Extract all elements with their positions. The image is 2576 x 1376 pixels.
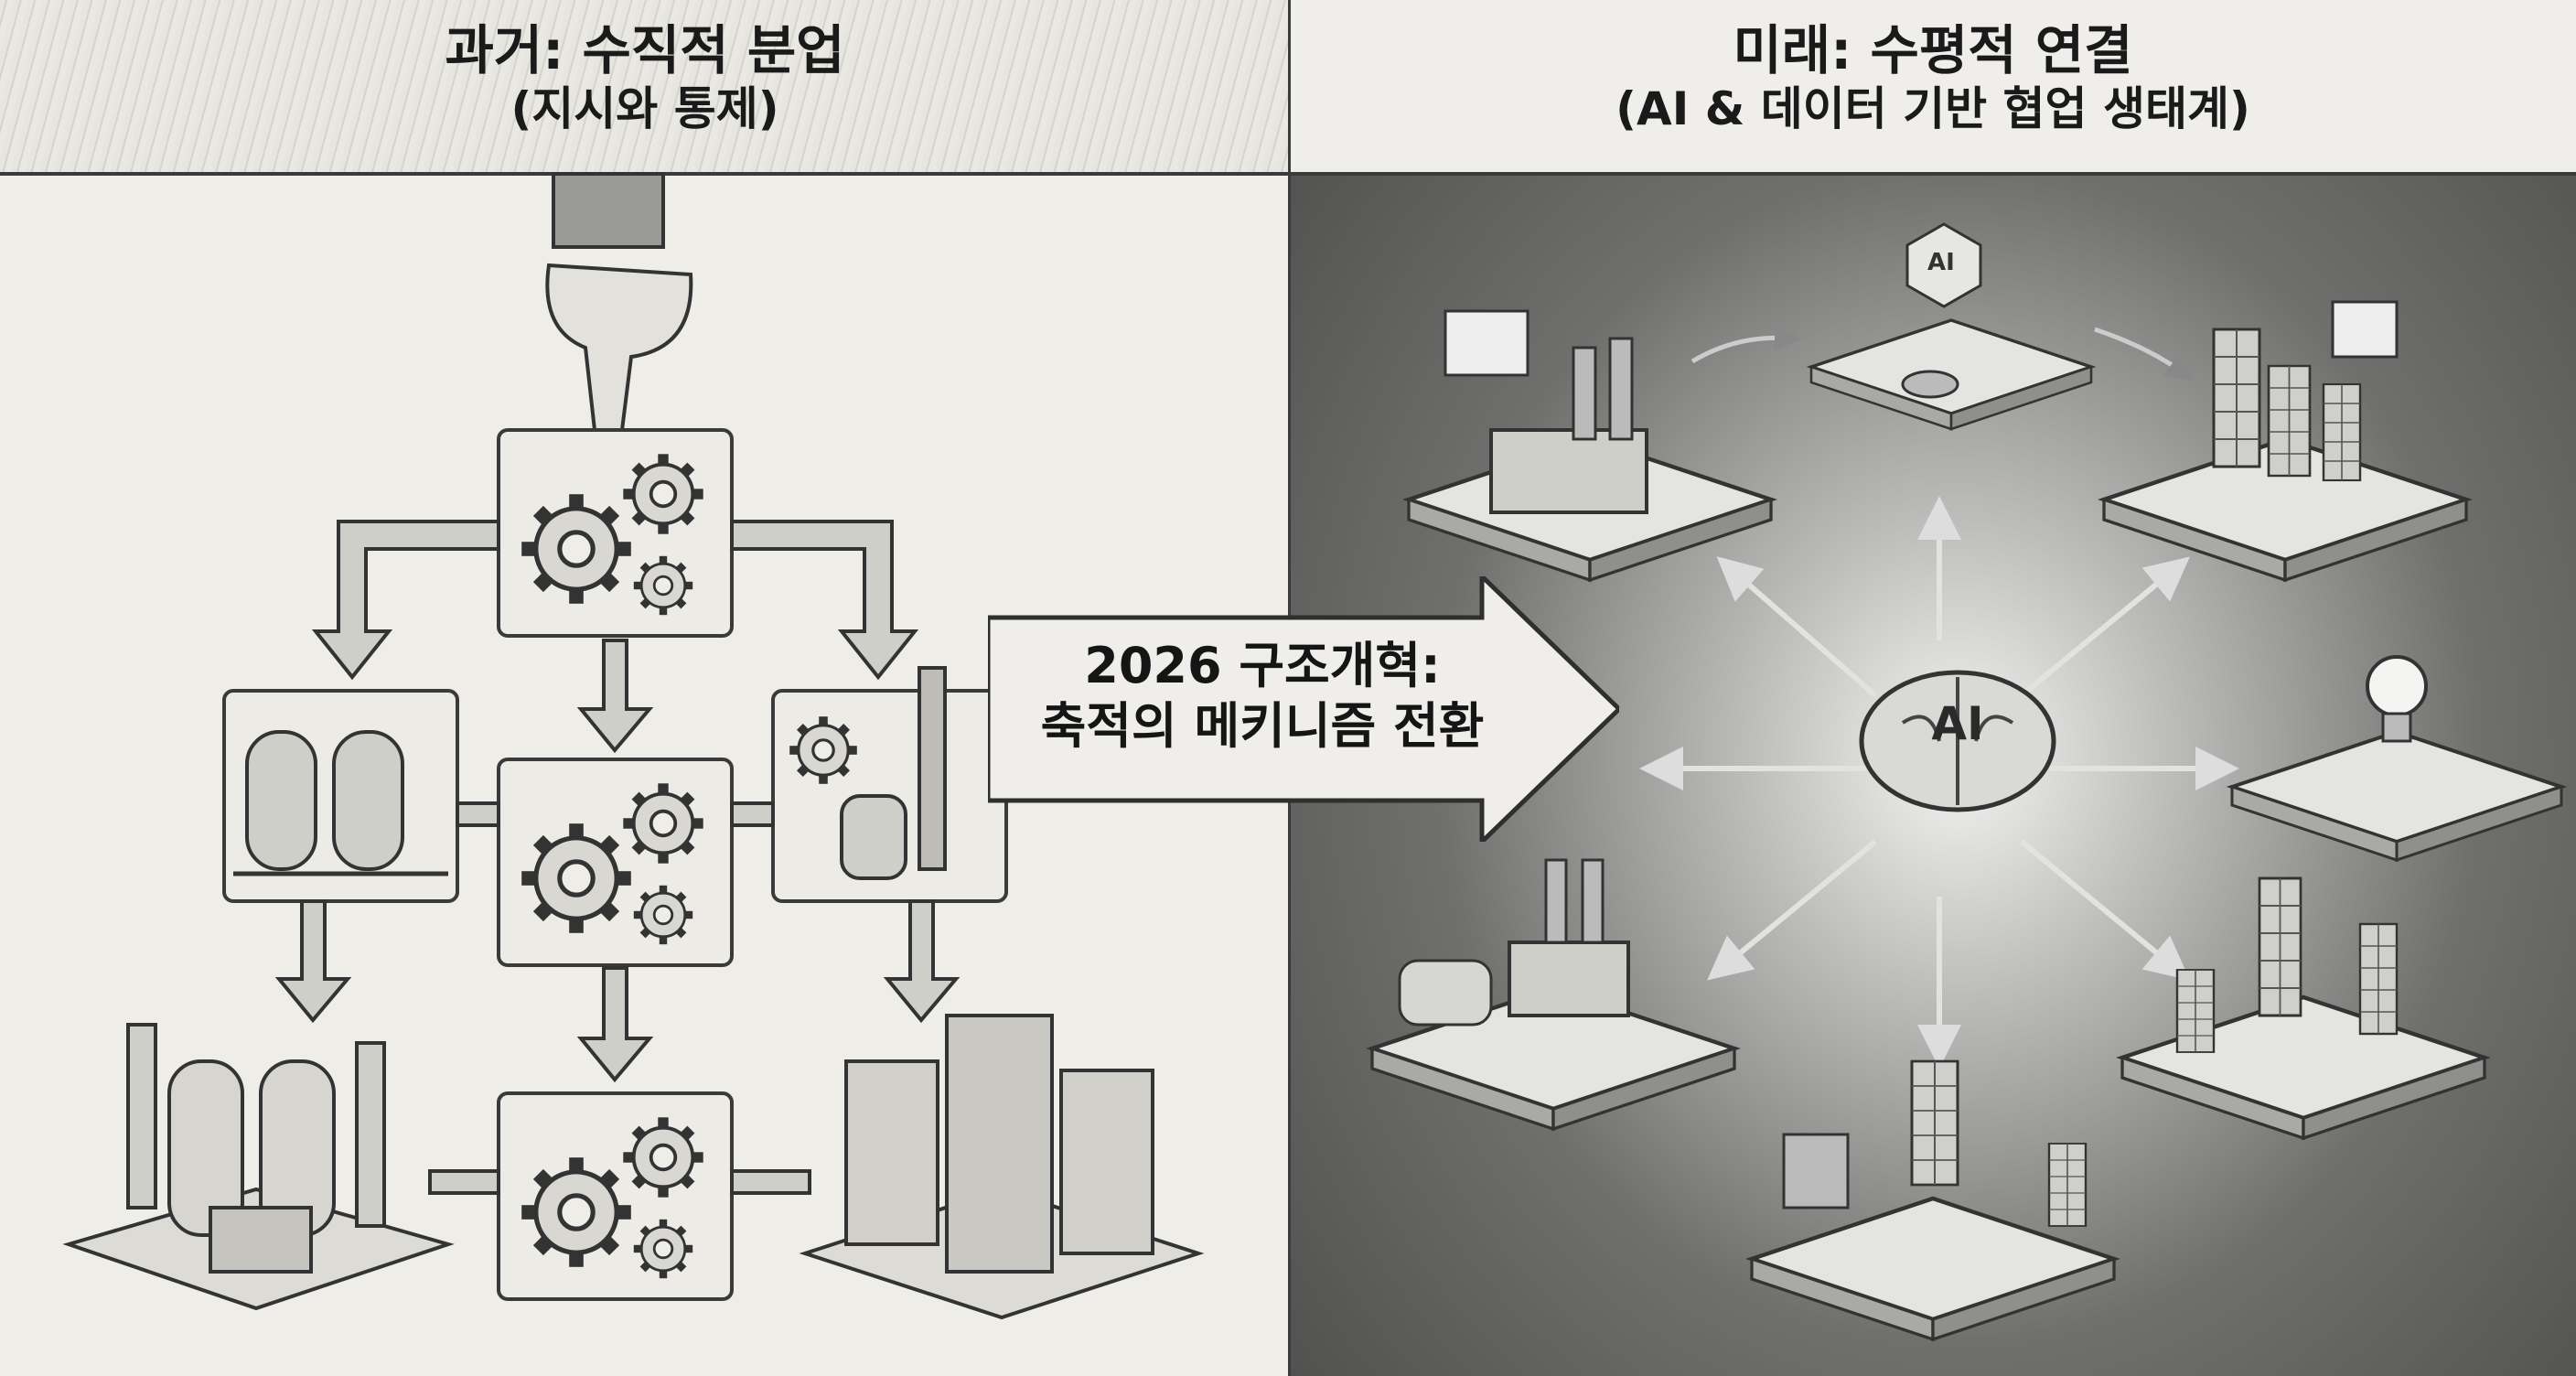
refinery-box (771, 666, 1008, 903)
platform-city-bottom-right (2122, 876, 2485, 1138)
future-subtitle: (AI & 데이터 기반 협업 생태계) (1615, 82, 2250, 135)
transition-line-2: 축적의 메키니즘 전환 (1040, 697, 1485, 755)
factory-bottom-left (62, 1023, 455, 1311)
platform-factory-bottom-left (1372, 858, 1734, 1129)
ai-connection-arrows (1639, 496, 2239, 1069)
past-subtitle: (지시와 통제) (510, 82, 779, 135)
tanks-box (222, 689, 459, 903)
ai-lab-badge: AI (1927, 249, 1955, 276)
platform-hub-bottom (1752, 1059, 2114, 1339)
city-bottom-right (799, 1014, 1205, 1320)
pointing-hand-icon (545, 172, 693, 446)
transition-arrow-label: 2026 구조개혁: 축적의 메키니즘 전환 (1006, 636, 1519, 757)
ai-brain-label: AI (1931, 697, 1984, 750)
ai-brain-icon (1859, 670, 2056, 812)
future-title: 미래: 수평적 연결 (1733, 19, 2133, 81)
gearbox-top (499, 430, 732, 636)
platform-lightbulb-right (2230, 655, 2563, 862)
platform-ai-lab-top (1809, 222, 2093, 431)
past-header: 과거: 수직적 분업 (지시와 통제) (0, 0, 1290, 176)
gearbox-bottom (499, 1093, 732, 1299)
future-header: 미래: 수평적 연결 (AI & 데이터 기반 협업 생태계) (1290, 0, 2576, 176)
transition-line-1: 2026 구조개혁: (1084, 637, 1441, 694)
platform-links (1690, 323, 2195, 381)
gearbox-middle (499, 759, 732, 965)
platform-city-top-right (2104, 300, 2466, 580)
past-title: 과거: 수직적 분업 (445, 19, 845, 81)
flow-arrows (274, 520, 961, 1195)
transition-arrow-shape (988, 576, 1619, 842)
platform-factory-top-left (1409, 309, 1771, 580)
